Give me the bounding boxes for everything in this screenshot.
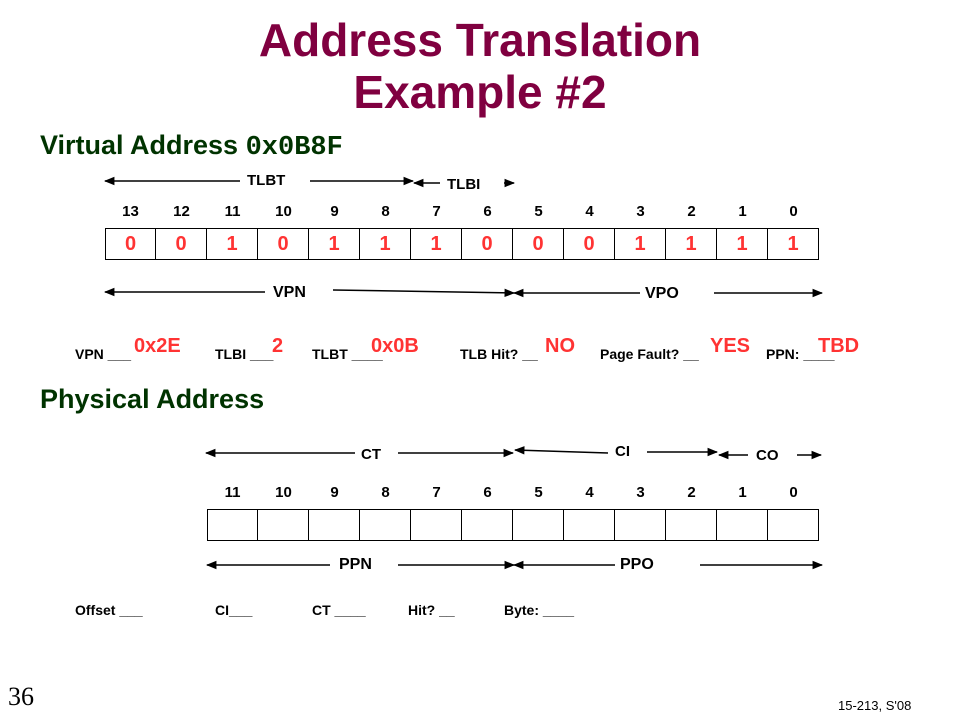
pbit-number: 6: [483, 484, 492, 501]
vbit-number: 3: [636, 203, 645, 220]
pbit-cell: [207, 509, 258, 541]
vbit-number: 2: [687, 203, 696, 220]
vbit-number: 5: [534, 203, 543, 220]
vbit-cell: 1: [411, 228, 462, 260]
vbit-number: 11: [224, 203, 241, 220]
vbit-cell: 0: [156, 228, 207, 260]
vbit-cell: 0: [513, 228, 564, 260]
pbit-number: 4: [585, 484, 594, 501]
vbit-number: 1: [738, 203, 747, 220]
vbit-number: 7: [432, 203, 441, 220]
virtual-address-heading: Virtual Address 0x0B8F: [40, 130, 343, 163]
pbit-cell: [513, 509, 564, 541]
virtual-address-value: 0x0B8F: [245, 133, 343, 163]
pbit-cell: [411, 509, 462, 541]
pbit-number: 11: [224, 484, 241, 501]
co-label: CO: [756, 447, 779, 464]
tlbt-answer: 0x0B: [371, 335, 419, 357]
physical-bit-numbers: 11 10 9 8 7 6 5 4 3 2 1 0: [207, 484, 823, 504]
pbit-cell: [258, 509, 309, 541]
physical-bit-row: [207, 509, 823, 541]
page-fault-field-label: Page Fault? __: [600, 346, 699, 362]
pbit-cell: [768, 509, 819, 541]
byte-field-label: Byte: ____: [504, 602, 575, 618]
vbit-cell: 1: [360, 228, 411, 260]
vbit-cell: 1: [666, 228, 717, 260]
pbit-cell: [666, 509, 717, 541]
pbit-number: 10: [275, 484, 292, 501]
vpn-arrow-right: [332, 288, 516, 298]
vbit-cell: 0: [105, 228, 156, 260]
virtual-bit-numbers: 13 12 11 10 9 8 7 6 5 4 3 2 1 0: [105, 203, 823, 223]
vbit-number: 10: [275, 203, 292, 220]
vpn-answer: 0x2E: [134, 335, 181, 357]
slide-number: 36: [8, 682, 34, 711]
pbit-number: 0: [789, 484, 798, 501]
vbit-cell: 1: [615, 228, 666, 260]
pbit-number: 2: [687, 484, 696, 501]
pbit-cell: [360, 509, 411, 541]
tlbt-field-label: TLBT ____: [312, 346, 383, 362]
page-fault-answer: YES: [710, 335, 751, 357]
slide-title-text: Address Translation Example #2: [258, 14, 702, 118]
vbit-cell: 1: [309, 228, 360, 260]
vbit-number: 8: [381, 203, 390, 220]
vbit-cell: 0: [462, 228, 513, 260]
ppn-label: PPN: [339, 556, 372, 573]
pbit-cell: [462, 509, 513, 541]
ci-label: CI: [615, 443, 630, 460]
ppn-answer: TBD: [818, 335, 860, 357]
tlb-hit-answer: NO: [545, 335, 575, 357]
vbit-number: 9: [330, 203, 339, 220]
tlbi-label: TLBI: [447, 176, 481, 193]
pbit-number: 9: [330, 484, 339, 501]
offset-field-label: Offset ___: [75, 602, 143, 618]
hit-field-label: Hit? __: [408, 602, 455, 618]
pbit-number: 1: [738, 484, 747, 501]
vbit-number: 12: [173, 203, 190, 220]
slide-title: Address Translation Example #2: [0, 14, 960, 118]
physical-address-heading: Physical Address: [40, 384, 265, 414]
tlbi-field-label: TLBI ___: [215, 346, 274, 362]
vpo-label: VPO: [645, 285, 679, 302]
pbit-number: 7: [432, 484, 441, 501]
vbit-number: 13: [122, 203, 139, 220]
ppn-field-label: PPN: ____: [766, 346, 835, 362]
pbit-cell: [309, 509, 360, 541]
vpn-field-label: VPN ___: [75, 346, 132, 362]
tlb-hit-field-label: TLB Hit? __: [460, 346, 538, 362]
ct-label: CT: [361, 446, 381, 463]
pbit-number: 5: [534, 484, 543, 501]
tlbt-label: TLBT: [247, 172, 286, 189]
ppo-label: PPO: [620, 556, 654, 573]
vbit-cell: 0: [564, 228, 615, 260]
vpn-label: VPN: [273, 284, 306, 301]
tlbi-answer: 2: [272, 335, 284, 357]
vbit-number: 4: [585, 203, 594, 220]
pbit-cell: [564, 509, 615, 541]
pbit-number: 8: [381, 484, 390, 501]
vbit-cell: 1: [717, 228, 768, 260]
ci-arrow-left: [513, 446, 609, 455]
ct-field-label: CT ____: [312, 602, 366, 618]
vbit-cell: 1: [207, 228, 258, 260]
virtual-bit-row: 0 0 1 0 1 1 1 0 0 0 1 1 1 1: [105, 228, 823, 260]
pbit-number: 3: [636, 484, 645, 501]
course-tag: 15-213, S'08: [838, 698, 912, 713]
vbit-cell: 0: [258, 228, 309, 260]
vbit-number: 6: [483, 203, 492, 220]
vbit-cell: 1: [768, 228, 819, 260]
ci-field-label: CI___: [215, 602, 253, 618]
pbit-cell: [615, 509, 666, 541]
pbit-cell: [717, 509, 768, 541]
vbit-number: 0: [789, 203, 798, 220]
virtual-address-label: Virtual Address: [40, 130, 239, 160]
